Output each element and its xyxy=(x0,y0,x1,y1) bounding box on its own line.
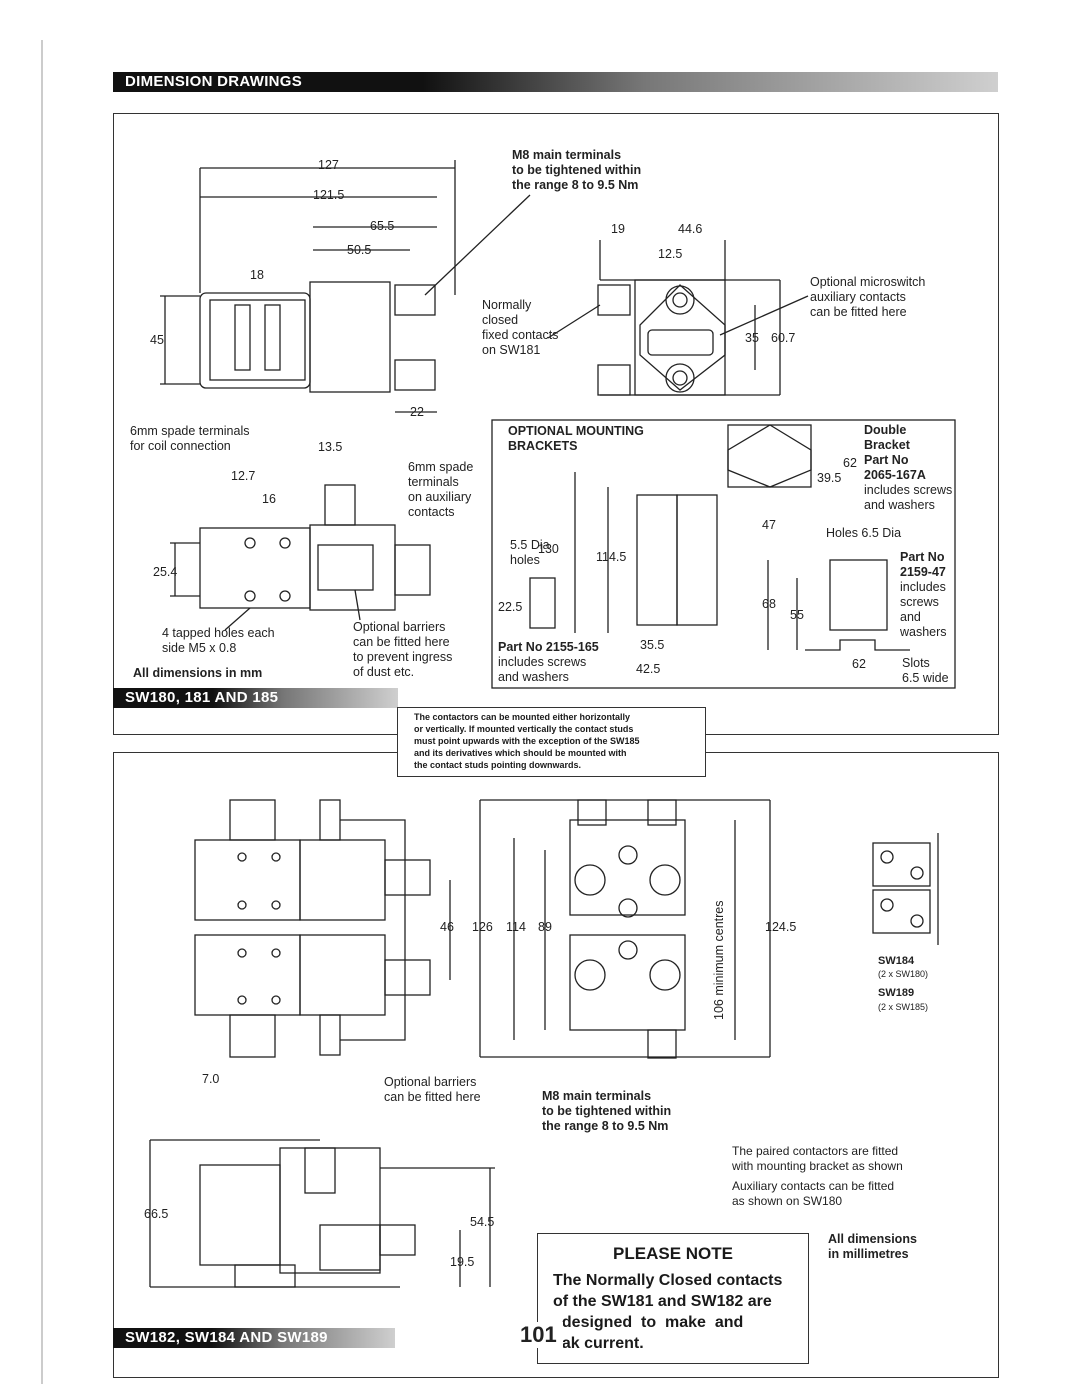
dim-35-5: 35.5 xyxy=(640,638,665,652)
dim-7-0: 7.0 xyxy=(202,1072,220,1086)
dim-89: 89 xyxy=(538,920,552,934)
holes-6-5-label: Holes 6.5 Dia xyxy=(826,526,902,540)
dim-114-5: 114.5 xyxy=(596,550,627,564)
dim-12-5: 12.5 xyxy=(658,247,683,261)
part-2155-165: Part No 2155-165 xyxy=(498,640,599,654)
dim-68: 68 xyxy=(762,597,776,611)
sw182-front-view xyxy=(194,799,451,1058)
part-2159-includes: includes screws and washers xyxy=(900,580,947,639)
brackets-title: OPTIONAL MOUNTING BRACKETS xyxy=(508,424,644,453)
dim-19: 19 xyxy=(611,222,625,236)
dim-45: 45 xyxy=(150,333,164,347)
aux-note: Auxiliary contacts can be fitted as show… xyxy=(732,1179,895,1208)
sw189-label: SW189 xyxy=(878,987,915,999)
dim-127: 127 xyxy=(318,158,339,172)
please-note-title: PLEASE NOTE xyxy=(613,1244,733,1263)
dim-42-5: 42.5 xyxy=(636,662,661,676)
double-bracket-part: Double Bracket Part No 2065-167A xyxy=(864,423,926,482)
sw180-side-view xyxy=(160,160,531,413)
dim-106-min-centres: 106 minimum centres xyxy=(712,900,726,1021)
bracket-drawings xyxy=(529,424,910,651)
please-note-box: PLEASE NOTE The Normally Closed contacts… xyxy=(537,1233,809,1364)
dim-54-5: 54.5 xyxy=(470,1215,495,1229)
dim-130: 130 xyxy=(538,542,559,556)
sw180-plan-view xyxy=(170,484,431,631)
aux-spade-label: 6mm spade terminals on auxiliary contact… xyxy=(408,460,474,519)
paired-note: The paired contactors are fitted with mo… xyxy=(732,1144,903,1173)
sw184-sub: (2 x SW180) xyxy=(878,969,929,979)
dim-114: 114 xyxy=(506,920,526,934)
slots-label: Slots 6.5 wide xyxy=(902,656,949,685)
dim-16: 16 xyxy=(262,492,276,506)
normally-closed-label: Normally closed fixed contacts on SW181 xyxy=(482,298,559,357)
dim-19-5: 19.5 xyxy=(450,1255,475,1269)
dim-22: 22 xyxy=(410,405,424,419)
dim-35: 35 xyxy=(745,331,759,345)
double-bracket-includes: includes screws and washers xyxy=(864,483,953,512)
sw180-end-view xyxy=(547,240,809,396)
brackets-frame xyxy=(491,419,956,689)
section-title-sw182: SW182, SW184 AND SW189 xyxy=(113,1328,395,1348)
dim-124-5: 124.5 xyxy=(765,920,797,934)
all-dims-millimetres: All dimensions in millimetres xyxy=(828,1232,917,1261)
bottom-barriers-label: Optional barriers can be fitted here xyxy=(384,1075,481,1104)
dim-46: 46 xyxy=(440,920,454,934)
sw182-side-view xyxy=(149,1139,495,1288)
dim-62-double: 62 xyxy=(843,456,857,470)
page-number: 101 xyxy=(520,1322,563,1348)
dim-65-5: 65.5 xyxy=(370,219,395,233)
dim-55: 55 xyxy=(790,608,804,622)
sw189-sub: (2 x SW185) xyxy=(878,1002,929,1012)
sw184-label: SW184 xyxy=(878,955,915,967)
sw182-end-view xyxy=(479,799,771,1059)
section-title-sw180: SW180, 181 AND 185 xyxy=(113,688,398,708)
header-bar: DIMENSION DRAWINGS xyxy=(113,72,998,92)
dim-47: 47 xyxy=(762,518,776,532)
part-2159-47: Part No 2159-47 xyxy=(900,550,946,579)
bottom-m8-note: M8 main terminals to be tightened within… xyxy=(542,1089,672,1133)
mounting-note-box: The contactors can be mounted either hor… xyxy=(397,707,706,777)
microswitch-label: Optional microswitch auxiliary contacts … xyxy=(810,275,926,319)
sw184-diagram xyxy=(872,833,939,945)
dim-18: 18 xyxy=(250,268,264,282)
coil-spade-label: 6mm spade terminals for coil connection xyxy=(130,424,250,453)
part-2155-includes: includes screws and washers xyxy=(498,655,587,684)
dim-121-5: 121.5 xyxy=(313,188,345,202)
dim-44-6: 44.6 xyxy=(678,222,703,236)
barriers-label: Optional barriers can be fitted here to … xyxy=(353,620,453,679)
dim-126: 126 xyxy=(472,920,493,934)
dim-25-4: 25.4 xyxy=(153,565,178,579)
dim-13-5: 13.5 xyxy=(318,440,343,454)
dim-66-5: 66.5 xyxy=(144,1207,169,1221)
dim-12-7: 12.7 xyxy=(231,469,256,483)
dim-62-single: 62 xyxy=(852,657,866,671)
please-note-body: The Normally Closed contacts of the SW18… xyxy=(553,1272,783,1352)
all-dims-mm: All dimensions in mm xyxy=(133,666,263,680)
m8-terminal-note: M8 main terminals to be tightened within… xyxy=(512,148,642,192)
tapped-holes-label: 4 tapped holes each side M5 x 0.8 xyxy=(162,626,275,655)
dim-50-5: 50.5 xyxy=(347,243,372,257)
dia-holes-label: 5.5 Dia holes xyxy=(510,538,550,567)
dim-22-5: 22.5 xyxy=(498,600,523,614)
mounting-note-text: The contactors can be mounted either hor… xyxy=(414,712,640,770)
dim-39-5: 39.5 xyxy=(817,471,842,485)
dim-60-7: 60.7 xyxy=(771,331,796,345)
